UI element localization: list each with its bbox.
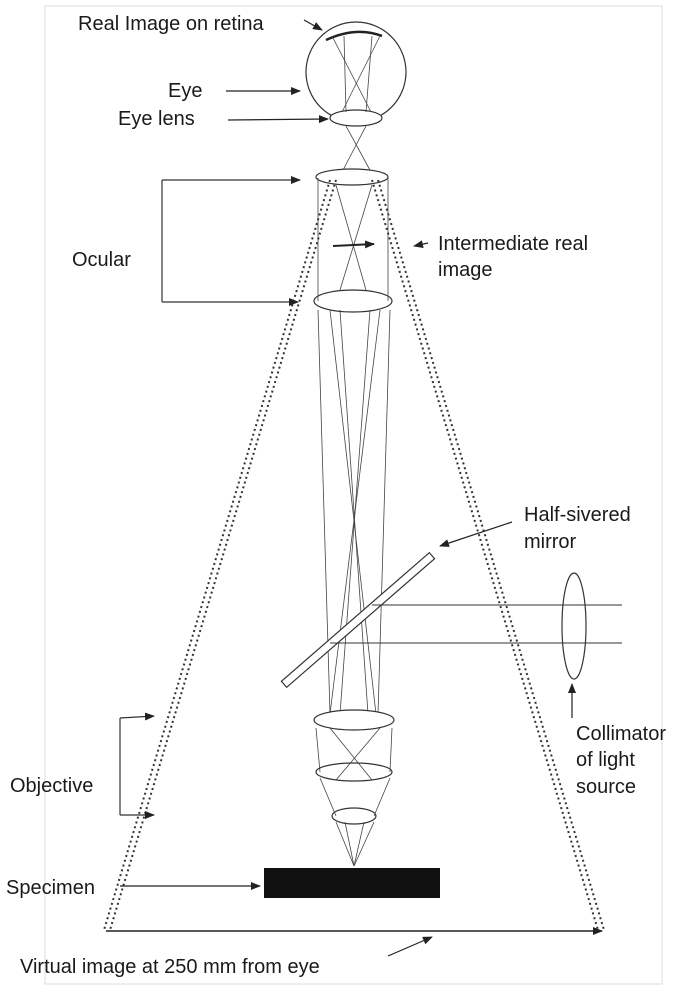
label-objective: Objective: [10, 775, 94, 797]
collimator-lens: [561, 572, 587, 680]
eye-lens-pointer-arrow: [227, 115, 329, 124]
eye-rays: [331, 35, 381, 173]
label-intermediate-line2: image: [438, 259, 493, 281]
retina-arc: [325, 30, 383, 42]
objective-bracket-top-arrow: [119, 712, 155, 721]
objective-rays: [315, 727, 393, 867]
label-collimator-line3: source: [576, 776, 637, 798]
label-half-silvered-line2: mirror: [524, 531, 577, 553]
objective-lens-1: [313, 709, 395, 731]
collimator-beam: [330, 604, 622, 644]
retina-pointer-arrow: [303, 19, 323, 31]
intermediate-image-arrow: [332, 240, 375, 249]
specimen-slab: [264, 868, 440, 898]
objective-lens-3: [331, 807, 377, 825]
label-eye-lens: Eye lens: [118, 108, 195, 130]
label-half-silvered-line1: Half-sivered: [524, 504, 631, 526]
label-collimator-line2: of light: [576, 749, 635, 771]
mirror-pointer-arrow: [439, 521, 513, 547]
half-silvered-mirror: [280, 551, 436, 689]
diagram-frame: [44, 5, 663, 985]
ocular-eye-lens: [315, 168, 389, 186]
label-eye: Eye: [168, 80, 203, 102]
label-intermediate-line1: Intermediate real: [438, 233, 589, 255]
ocular-rays: [317, 178, 389, 301]
intermediate-pointer-arrow: [413, 240, 429, 249]
tube-rays: [317, 309, 391, 715]
virtual-image-pointer-arrow: [387, 936, 433, 957]
label-specimen: Specimen: [6, 877, 95, 899]
ocular-field-lens: [313, 289, 393, 313]
label-real-image-on-retina: Real Image on retina: [78, 13, 264, 35]
objective-lens-2: [315, 762, 393, 782]
eye-lens: [329, 109, 383, 127]
label-collimator-line1: Collimator: [576, 723, 667, 745]
eye-circle: [305, 21, 407, 123]
label-ocular: Ocular: [72, 249, 131, 271]
label-virtual-image: Virtual image at 250 mm from eye: [20, 956, 320, 978]
